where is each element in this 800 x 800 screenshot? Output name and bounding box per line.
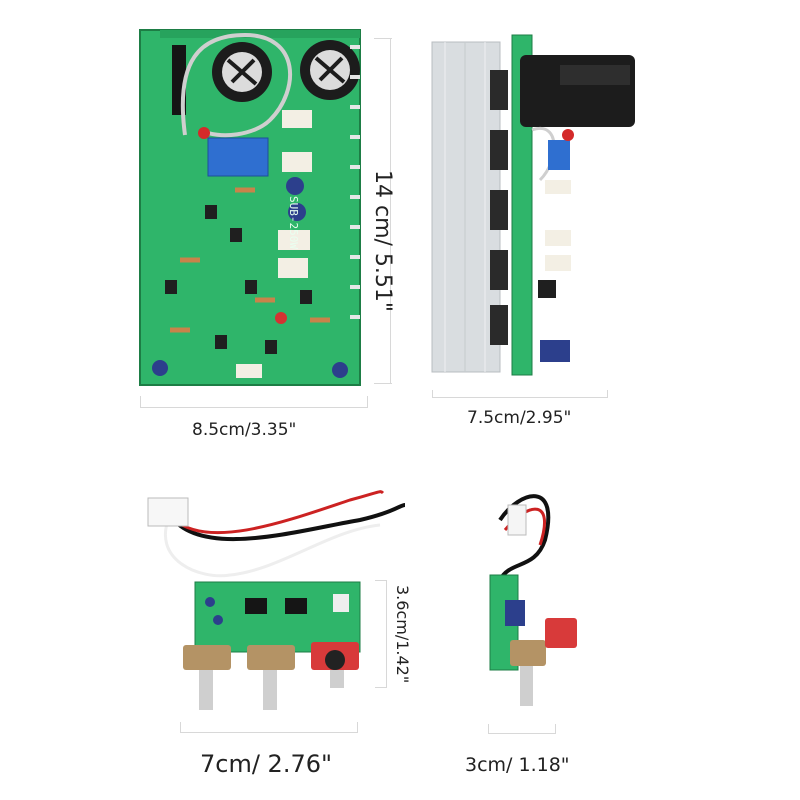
tone-board-width-rule (180, 732, 358, 733)
main-board-width-rule (140, 407, 368, 408)
tone-board-width-label: 7cm/ 2.76" (200, 750, 333, 778)
main-board-width-label: 8.5cm/3.35" (192, 420, 297, 440)
main-board-side-width-rule (432, 397, 608, 398)
main-board-side-width-label: 7.5cm/2.95" (467, 408, 572, 428)
tone-board-side-width-rule (488, 733, 556, 734)
tone-board-side-width-label: 3cm/ 1.18" (465, 754, 570, 776)
tone-board-height-rule (386, 580, 387, 688)
main-board-height-rule (374, 38, 392, 39)
